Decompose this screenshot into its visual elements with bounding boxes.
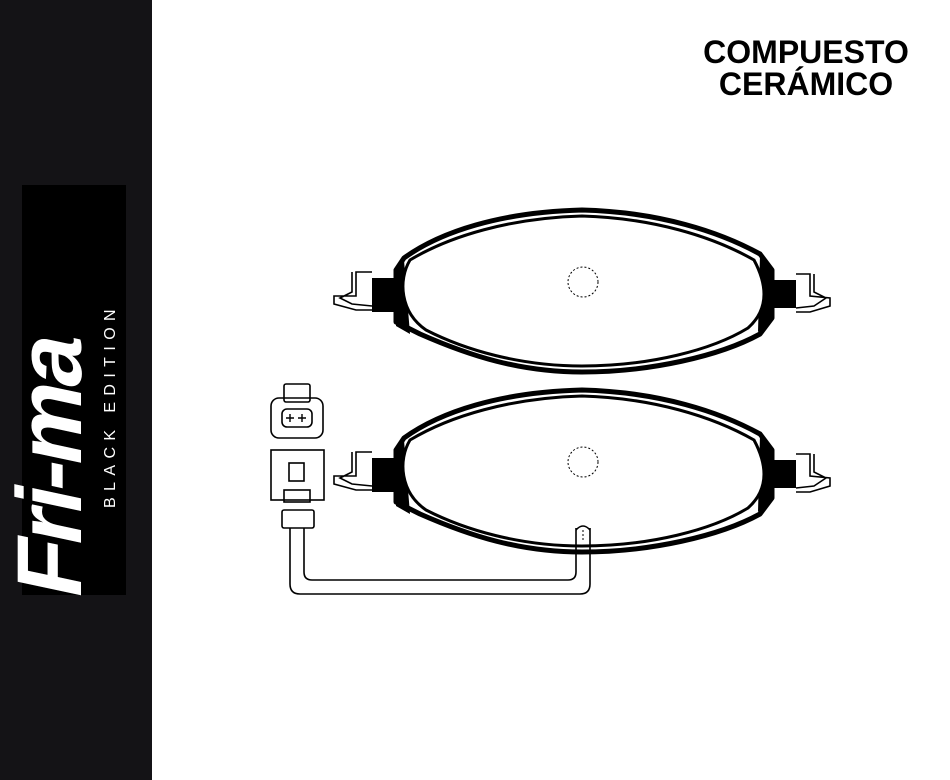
wear-sensor <box>270 383 591 595</box>
brand-logo <box>22 185 126 595</box>
brake-pad-upper <box>334 210 830 372</box>
compound-line-2: CERÁMICO <box>718 66 894 102</box>
compound-label: COMPUESTO CERÁMICO <box>686 36 926 100</box>
brake-pad-lower <box>334 390 830 552</box>
plug-connector-icon <box>270 383 324 439</box>
compound-line-1: COMPUESTO <box>703 34 909 70</box>
